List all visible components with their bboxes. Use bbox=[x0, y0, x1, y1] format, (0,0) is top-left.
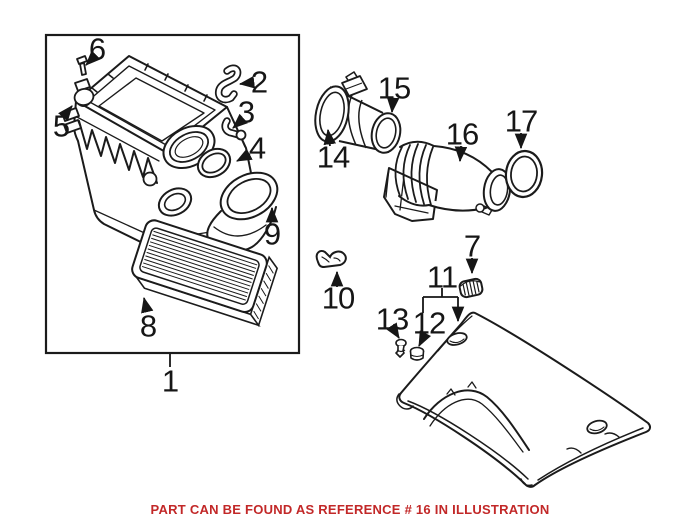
callout-8: 8 bbox=[139, 308, 157, 344]
reference-note: PART CAN BE FOUND AS REFERENCE # 16 IN I… bbox=[150, 502, 550, 517]
air-filter-element-drawing bbox=[131, 219, 279, 328]
callout-3: 3 bbox=[237, 94, 255, 130]
callout-15: 15 bbox=[377, 70, 411, 106]
elbow-fitting-drawing bbox=[221, 117, 247, 141]
callout-1: 1 bbox=[161, 363, 179, 399]
callout-11: 11 bbox=[426, 259, 458, 295]
callout-16: 16 bbox=[445, 116, 479, 152]
clamp-ring-15 bbox=[370, 112, 402, 154]
temp-sensor-and-screw-drawing bbox=[73, 55, 95, 107]
grommet-drawing bbox=[458, 277, 484, 299]
callout-2: 2 bbox=[250, 64, 268, 100]
clamp-clip-drawing bbox=[315, 250, 347, 269]
leader-arrows bbox=[58, 50, 528, 367]
push-pin-rivet-drawing bbox=[395, 338, 407, 358]
hose-seal-ring-drawing bbox=[504, 149, 544, 199]
intake-hose-drawing bbox=[383, 140, 512, 222]
callout-13: 13 bbox=[375, 301, 409, 337]
assembly-frame-box bbox=[44, 33, 301, 355]
cover-panel-drawing bbox=[396, 311, 652, 488]
callout-12: 12 bbox=[412, 305, 446, 341]
callout-17: 17 bbox=[504, 103, 538, 139]
retaining-hook-drawing bbox=[214, 64, 242, 104]
callout-6: 6 bbox=[88, 31, 106, 67]
callout-9: 9 bbox=[263, 216, 281, 252]
clip-grommet-drawing bbox=[409, 346, 425, 361]
callout-14: 14 bbox=[316, 139, 350, 175]
callout-10: 10 bbox=[321, 280, 355, 316]
callout-4: 4 bbox=[248, 130, 266, 166]
intake-boot-drawing bbox=[206, 171, 279, 253]
seal-ring-drawing bbox=[196, 147, 232, 179]
callout-7: 7 bbox=[463, 228, 481, 264]
callout-5: 5 bbox=[52, 108, 70, 144]
air-cleaner-housing-drawing bbox=[61, 55, 255, 254]
